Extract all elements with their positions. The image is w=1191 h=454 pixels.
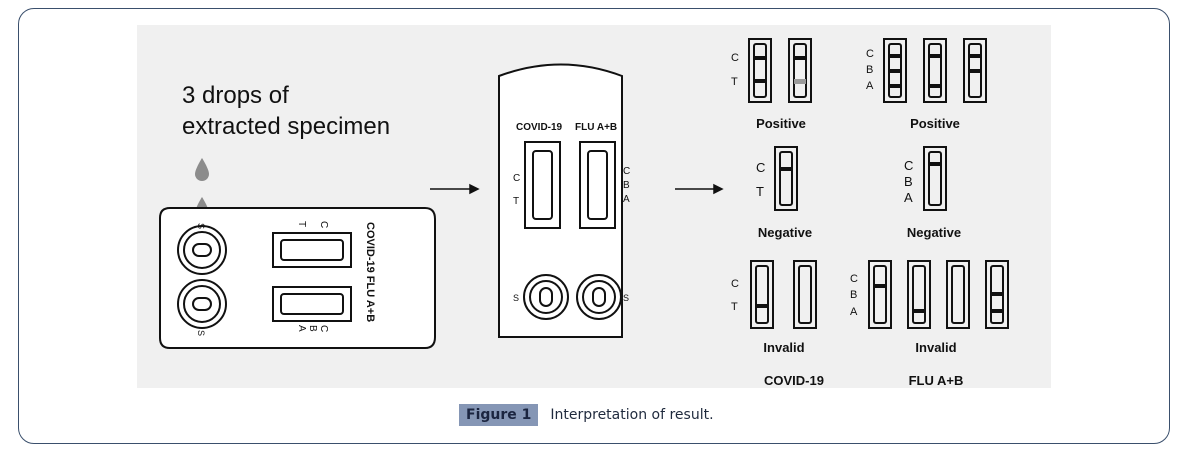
- result-window: [272, 232, 352, 268]
- strip-label-t: T: [756, 184, 764, 199]
- test-strip-invalid: [793, 260, 817, 329]
- strip-label-c: C: [850, 273, 858, 285]
- result-label-invalid: Invalid: [915, 340, 956, 355]
- window-label-t: T: [296, 221, 307, 227]
- cassette-title-left: COVID-19: [516, 122, 563, 133]
- test-strip-invalid: [907, 260, 931, 329]
- drops-text-line2: extracted specimen: [182, 113, 390, 140]
- result-label-positive: Positive: [910, 116, 960, 131]
- drop-icon: [195, 158, 209, 181]
- window-label-a: A: [296, 325, 307, 332]
- result-label-invalid: Invalid: [763, 340, 804, 355]
- arrow-icon: [675, 183, 724, 195]
- result-label-negative: Negative: [907, 225, 961, 240]
- arrow-icon: [430, 183, 480, 195]
- drops-text-line1: 3 drops of: [182, 82, 289, 109]
- sample-well-label: S: [513, 293, 519, 303]
- sample-well: [523, 274, 569, 320]
- sample-well-label: S: [196, 223, 206, 229]
- window-label-c: C: [513, 173, 520, 184]
- test-strip-positive-faint: [788, 38, 812, 103]
- strip-label-c: C: [904, 158, 913, 173]
- strip-label-a: A: [850, 306, 858, 318]
- window-label-c: C: [318, 325, 329, 332]
- test-strip-negative: [923, 146, 947, 211]
- window-label-b: B: [307, 325, 318, 332]
- sample-well-label: S: [623, 293, 629, 303]
- strip-label-a: A: [904, 190, 913, 205]
- strip-label-c: C: [866, 48, 874, 60]
- figure-caption-text: Interpretation of result.: [550, 407, 714, 423]
- window-label-c: C: [623, 166, 630, 177]
- strip-label-c: C: [756, 160, 765, 175]
- result-window: [579, 141, 616, 229]
- sample-well: [177, 279, 227, 329]
- test-strip-positive: [748, 38, 772, 103]
- sample-well: [576, 274, 622, 320]
- test-strip-positive: [923, 38, 947, 103]
- test-strip-invalid: [946, 260, 970, 329]
- cassette-title-rotated: COVID-19 FLU A+B: [364, 222, 376, 322]
- strip-label-t: T: [731, 301, 738, 313]
- strip-label-b: B: [866, 64, 873, 76]
- window-label-b: B: [623, 180, 630, 191]
- result-label-positive: Positive: [756, 116, 806, 131]
- result-label-negative: Negative: [758, 225, 812, 240]
- sample-well: [177, 225, 227, 275]
- strip-label-b: B: [850, 289, 857, 301]
- column-label-covid: COVID-19: [764, 373, 824, 388]
- window-label-a: A: [623, 194, 630, 205]
- figure-illustration: 3 drops of extracted specimen S S C T C …: [137, 25, 1051, 388]
- test-strip-invalid: [868, 260, 892, 329]
- strip-label-c: C: [731, 278, 739, 290]
- result-window: [524, 141, 561, 229]
- strip-label-t: T: [731, 76, 738, 88]
- sample-well-label: S: [196, 330, 206, 336]
- cassette-title-right: FLU A+B: [575, 122, 617, 133]
- test-strip-invalid: [750, 260, 774, 329]
- window-label-t: T: [513, 196, 519, 207]
- horizontal-cassette: [159, 207, 436, 349]
- strip-label-c: C: [731, 52, 739, 64]
- window-label-c: C: [318, 221, 329, 228]
- result-window: [272, 286, 352, 322]
- test-procedure-diagram: 3 drops of extracted specimen S S C T C …: [159, 38, 1009, 388]
- strip-label-a: A: [866, 80, 874, 92]
- test-strip-negative: [774, 146, 798, 211]
- figure-caption: Figure 1 Interpretation of result.: [459, 404, 714, 426]
- column-label-flu: FLU A+B: [909, 373, 964, 388]
- strip-label-b: B: [904, 174, 913, 189]
- figure-number-badge: Figure 1: [459, 404, 539, 426]
